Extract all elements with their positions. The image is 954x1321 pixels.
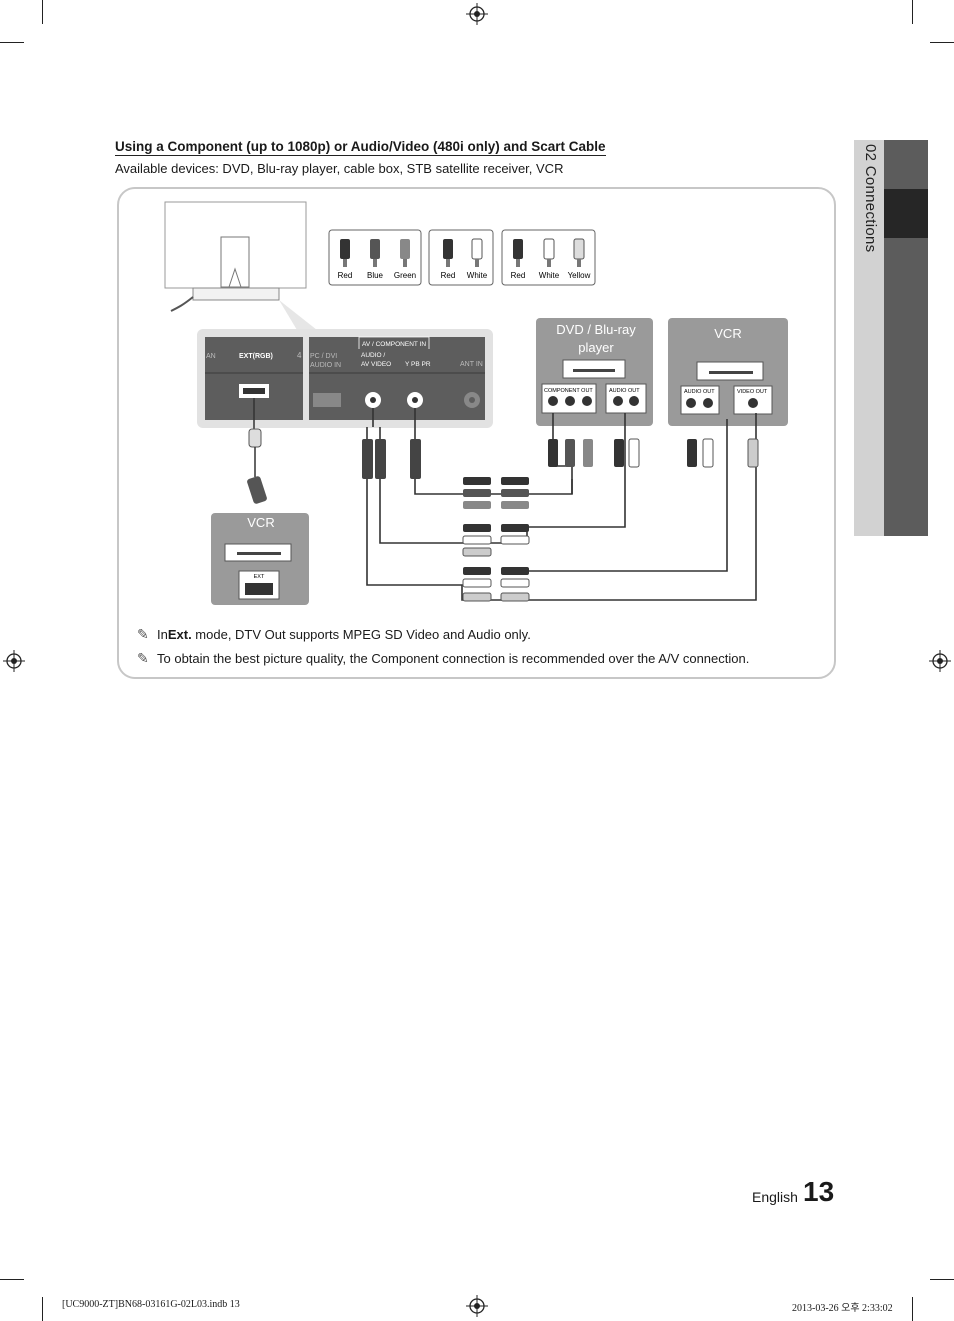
- registration-mark-icon: [929, 650, 951, 672]
- port-label: EXT(RGB): [239, 353, 273, 360]
- dvd-box-title: DVD / Blu-ray: [556, 322, 636, 337]
- registration-mark-icon: [466, 1295, 488, 1317]
- cable-color-label: Red: [511, 271, 526, 280]
- print-date-info: 2013-03-26 오후 2:33:02: [792, 1303, 893, 1314]
- port-label: AN: [206, 353, 216, 360]
- cable-color-label: Yellow: [568, 271, 591, 280]
- crop-mark: [0, 42, 24, 43]
- device-plugs: [548, 438, 759, 468]
- tv-plugs: [362, 439, 421, 479]
- port-label: AV / COMPONENT IN: [362, 341, 426, 348]
- note-pencil-icon: ✎: [137, 625, 149, 642]
- note-ext-mode: ✎ In Ext. mode, DTV Out supports MPEG SD…: [137, 622, 749, 646]
- plug-white-icon: [543, 238, 555, 267]
- note-component-quality: ✎ To obtain the best picture quality, th…: [137, 646, 749, 670]
- dvd-box: COMPONENT OUT AUDIO OUT: [536, 318, 653, 426]
- dvd-audio-out-label: AUDIO OUT: [609, 388, 640, 394]
- cable-color-label: Red: [441, 271, 456, 280]
- section-subheading: Available devices: DVD, Blu-ray player, …: [115, 161, 564, 176]
- port-label: ANT IN: [460, 361, 483, 368]
- port-label: Y PB PR: [405, 361, 431, 368]
- cable-color-label: White: [467, 271, 488, 280]
- registration-mark-icon: [3, 650, 25, 672]
- note-text: mode, DTV Out supports MPEG SD Video and…: [191, 626, 531, 642]
- cable-group-audio: Red White: [428, 229, 494, 286]
- section-heading: Using a Component (up to 1080p) or Audio…: [115, 139, 606, 156]
- side-tab-active-marker: [884, 189, 928, 238]
- vcr-scart-box-title: VCR: [247, 515, 274, 530]
- middle-connectors: [462, 477, 530, 602]
- crop-mark: [930, 1279, 954, 1280]
- side-tab-background: [854, 140, 884, 536]
- port-label: PC / DVI: [310, 353, 337, 360]
- vcr-box-title: VCR: [714, 326, 741, 341]
- port-label: AUDIO /: [361, 352, 385, 359]
- note-bold-term: Ext.: [167, 626, 192, 642]
- crop-mark: [42, 0, 43, 24]
- note-text: In: [157, 626, 168, 642]
- crop-mark: [912, 1297, 913, 1321]
- vcr-ext-label: EXT: [254, 574, 265, 580]
- vcr-video-out-label: VIDEO OUT: [737, 389, 768, 395]
- vcr-scart-box: VCR EXT: [211, 513, 309, 605]
- registration-mark-icon: [466, 3, 488, 25]
- note-text: To obtain the best picture quality, the …: [157, 650, 750, 666]
- print-file-info: [UC9000-ZT]BN68-03161G-02L03.indb 13: [62, 1299, 240, 1310]
- dvd-component-out-label: COMPONENT OUT: [544, 388, 593, 394]
- cable-color-label: Green: [394, 271, 416, 280]
- connection-diagram: Red Blue Green Red White Red White Yello…: [164, 201, 788, 605]
- plug-white-icon: [471, 238, 483, 267]
- plug-red-icon: [443, 239, 453, 267]
- vcr-audio-out-label: AUDIO OUT: [684, 389, 715, 395]
- crop-mark: [0, 1279, 24, 1280]
- page-number: 13: [803, 1176, 835, 1207]
- cable-color-label: Blue: [367, 271, 384, 280]
- tv-rear-panel: AN EXT(RGB) 4 PC / DVI AUDIO IN AV / COM…: [197, 329, 493, 428]
- plug-red-icon: [340, 239, 350, 267]
- port-label: 4: [297, 351, 302, 360]
- cable-color-label: Red: [338, 271, 353, 280]
- cable-color-label: White: [539, 271, 560, 280]
- dvd-box-title-line2: player: [578, 340, 614, 355]
- plug-green-icon: [400, 239, 410, 267]
- cable-group-component: Red Blue Green: [328, 229, 422, 286]
- side-tab-label: 02 Connections: [862, 144, 879, 253]
- plug-blue-icon: [370, 239, 380, 267]
- cable-group-av: Red White Yellow: [501, 229, 596, 286]
- port-label: AV VIDEO: [361, 361, 391, 368]
- crop-mark: [42, 1297, 43, 1321]
- plug-yellow-icon: [573, 238, 585, 267]
- plug-red-icon: [513, 239, 523, 267]
- tv-illustration-icon: [164, 201, 317, 330]
- notes-block: ✎ In Ext. mode, DTV Out supports MPEG SD…: [137, 622, 749, 670]
- cable-runs: [366, 408, 757, 601]
- crop-mark: [930, 42, 954, 43]
- note-pencil-icon: ✎: [137, 649, 149, 666]
- vcr-box: VCR AUDIO OUT VIDEO OUT: [668, 318, 788, 426]
- scart-cable: [247, 398, 267, 504]
- footer-language: English: [752, 1189, 798, 1205]
- crop-mark: [912, 0, 913, 24]
- port-label: AUDIO IN: [310, 362, 341, 369]
